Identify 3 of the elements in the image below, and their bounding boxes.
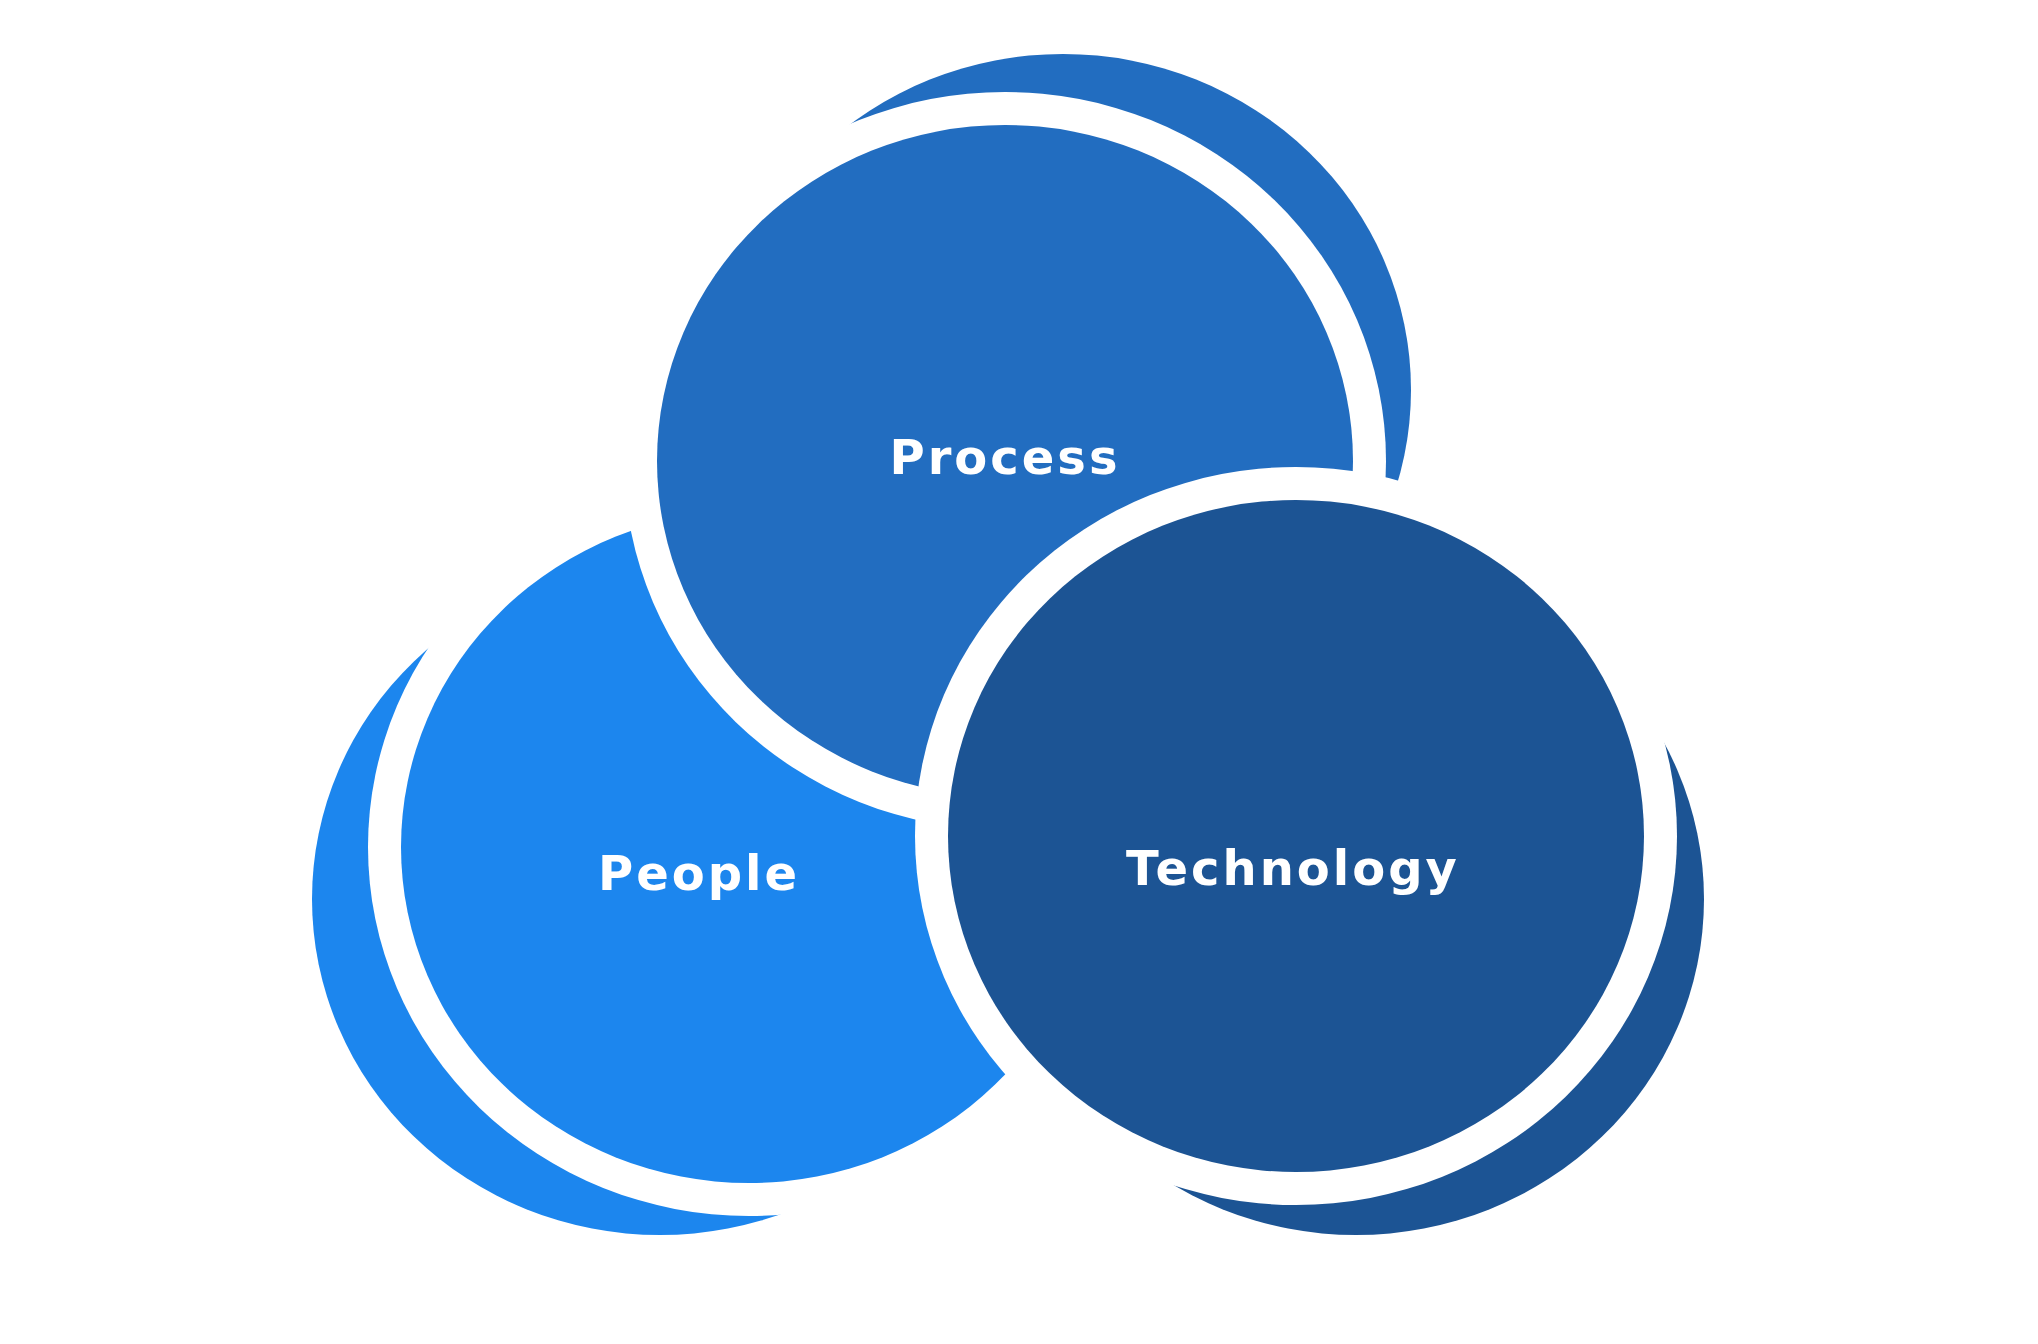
circle-label: Technology [1126,840,1460,896]
circle-label: Process [889,429,1121,485]
circle-label: People [597,845,801,901]
